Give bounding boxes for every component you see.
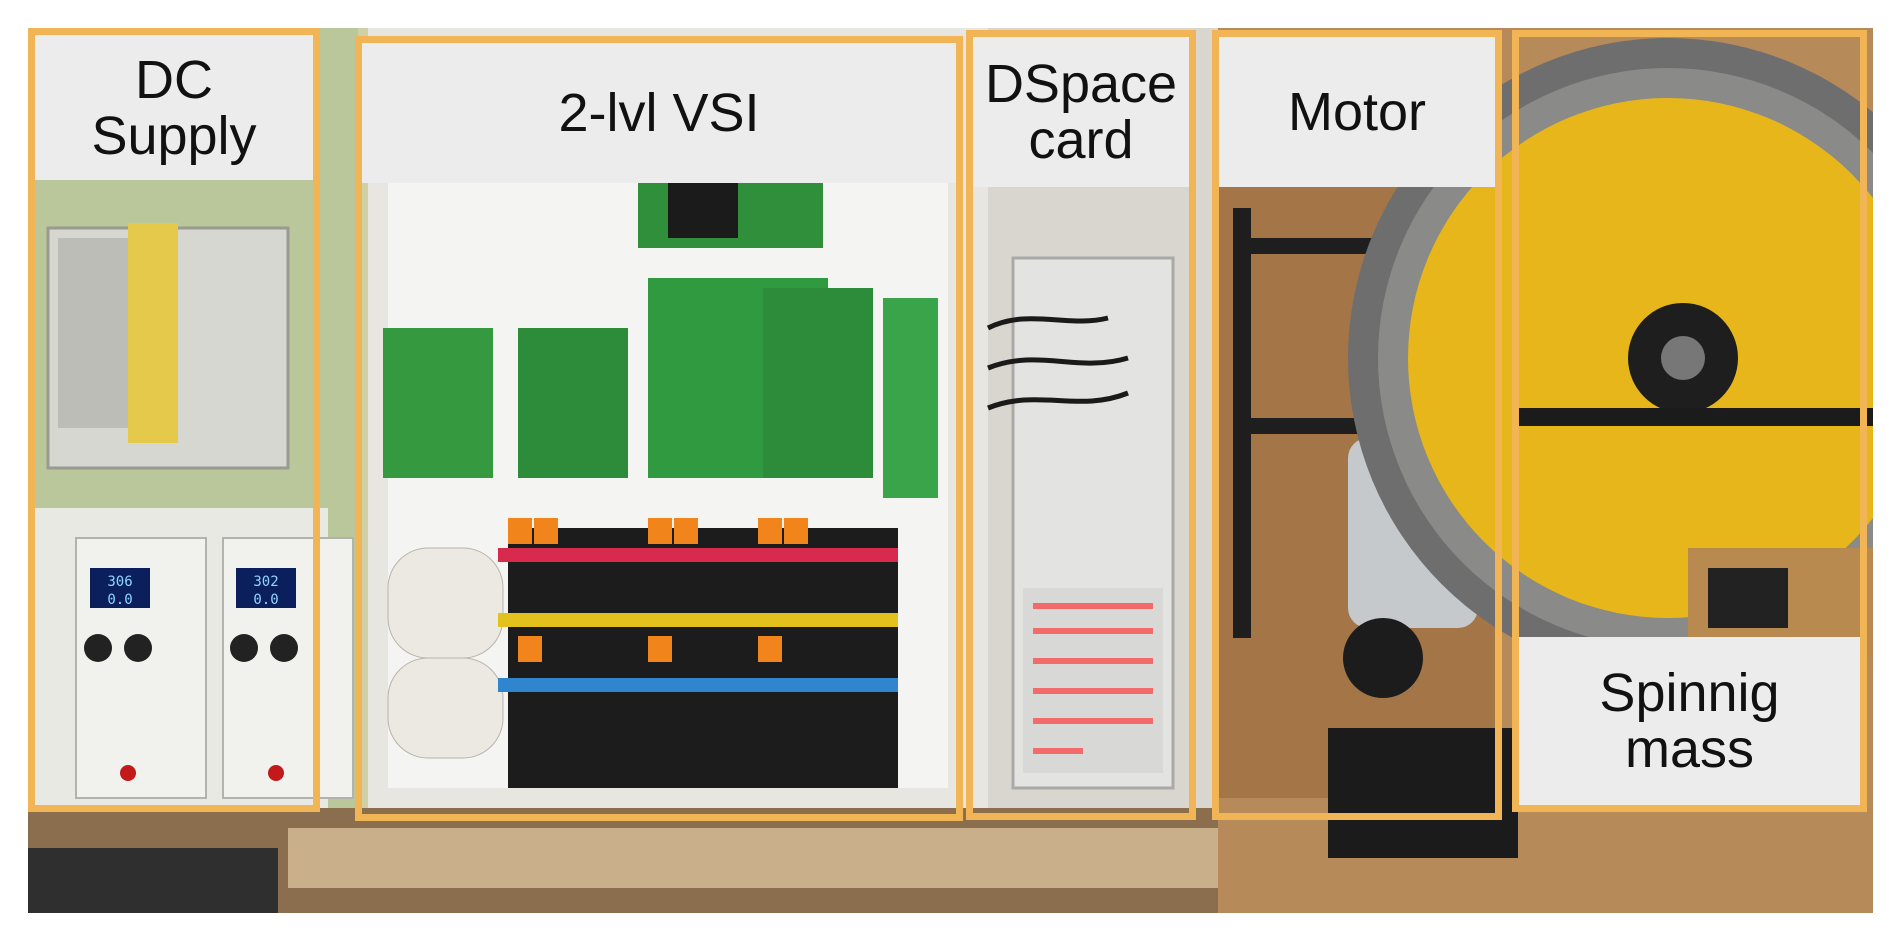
vsi-label: 2-lvl VSI bbox=[558, 83, 760, 143]
dc-supply-2-current-readout: 0.0 bbox=[253, 592, 278, 608]
motor-panel: Motor bbox=[1212, 30, 1502, 820]
dc-supply-2-voltage-readout: 302 bbox=[253, 574, 278, 590]
vsi-panel: 2-lvl VSI bbox=[355, 36, 963, 821]
dc-supply-photo: 306 0.0 302 0.0 bbox=[28, 223, 354, 808]
spinning-mass-label-box: Spinnig mass bbox=[1519, 637, 1860, 805]
spinning-mass-label: Spinnig mass bbox=[1599, 663, 1780, 779]
dc-supply-1-current-readout: 0.0 bbox=[107, 592, 132, 608]
dc-supply-label: DC Supply bbox=[91, 49, 257, 166]
vsi-label-box: 2-lvl VSI bbox=[362, 43, 956, 183]
motor-label: Motor bbox=[1287, 82, 1427, 142]
dspace-photo bbox=[986, 256, 1175, 790]
dspace-label: DSpace card bbox=[984, 54, 1178, 170]
dspace-label-box: DSpace card bbox=[973, 37, 1189, 187]
dc-supply-1-voltage-readout: 306 bbox=[107, 574, 132, 590]
dc-supply-label-box: DC Supply bbox=[35, 35, 313, 180]
motor-label-box: Motor bbox=[1219, 37, 1495, 187]
dc-supply-panel: DC Supply bbox=[28, 28, 320, 812]
vsi-photo bbox=[383, 158, 948, 788]
spinning-mass-panel: Spinnig mass bbox=[1512, 30, 1867, 812]
dspace-panel: DSpace card bbox=[966, 30, 1196, 820]
